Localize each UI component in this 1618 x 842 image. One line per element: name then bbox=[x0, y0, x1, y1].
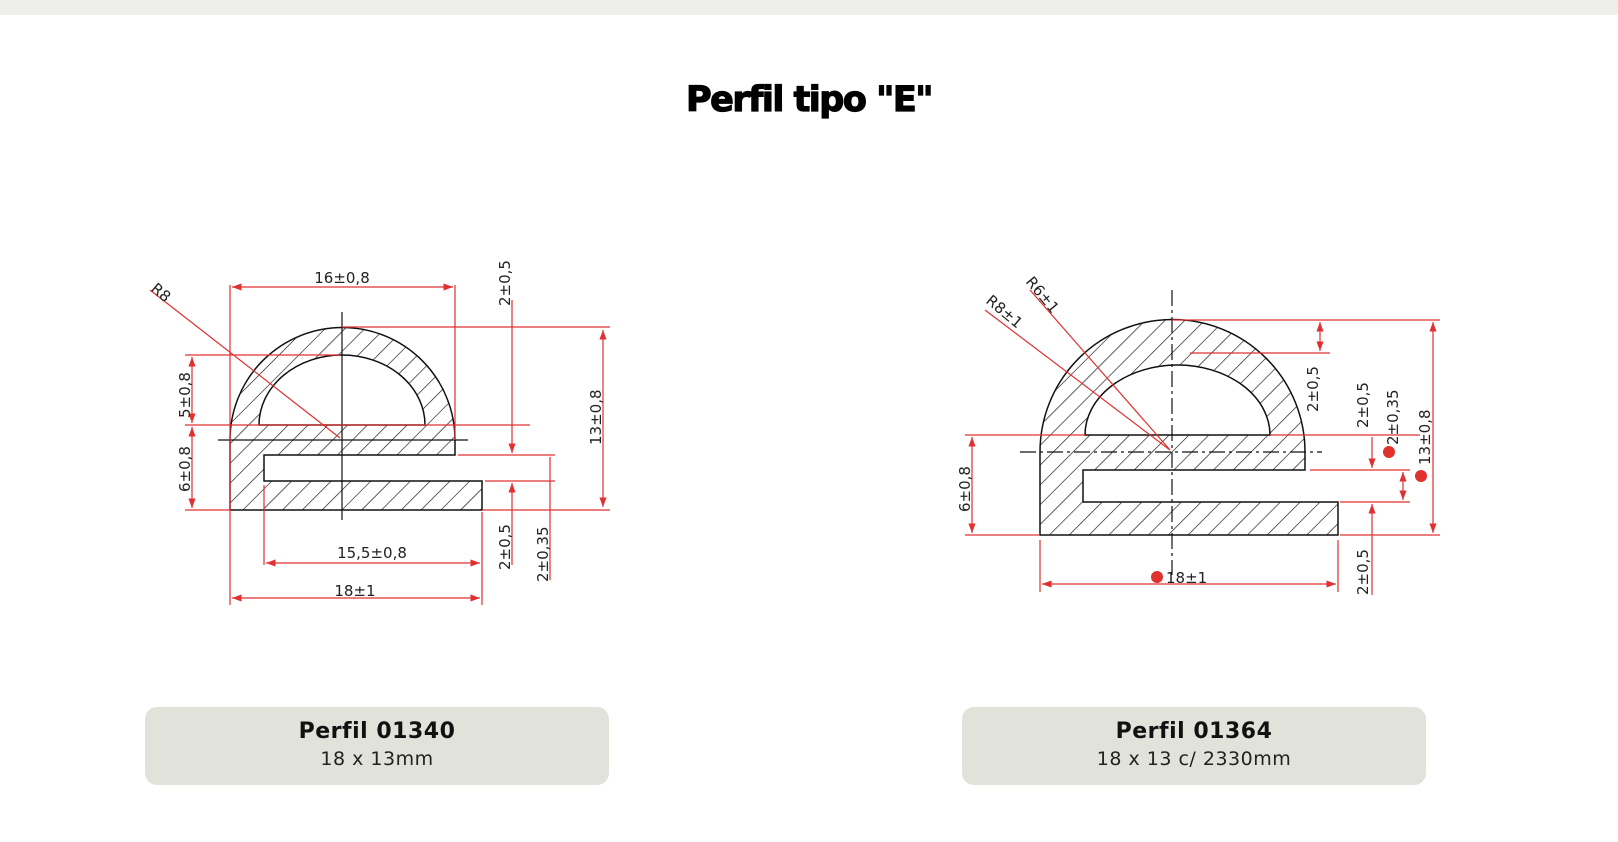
dim-total-width: 18±1 bbox=[334, 582, 375, 600]
dim-total-height: 13±0,8 bbox=[1416, 409, 1434, 465]
dim-outer-radius: R8±1 bbox=[982, 291, 1026, 332]
profile-name: Perfil 01364 bbox=[1115, 719, 1273, 744]
drawing-perfil-01340: 16±0,8 R8 5±0,8 6±0,8 13±0,8 2±0,5 2±0,5… bbox=[147, 260, 610, 605]
dim-flange: 2±0,5 bbox=[496, 524, 514, 570]
dim-total-width: 18±1 bbox=[1166, 569, 1207, 587]
dim-top-wall: 2±0,5 bbox=[496, 260, 514, 306]
dim-top-width: 16±0,8 bbox=[314, 269, 370, 287]
dim-lower-height: 6±0,8 bbox=[176, 446, 194, 492]
dim-slot: 2±0,35 bbox=[1384, 389, 1402, 445]
page-title: Perfil tipo "E" bbox=[685, 79, 934, 120]
dim-inner-width: 15,5±0,8 bbox=[337, 544, 407, 562]
profile-name: Perfil 01340 bbox=[298, 719, 456, 744]
profile-card-01364: Perfil 01364 18 x 13 c/ 2330mm bbox=[962, 707, 1426, 785]
profile-size: 18 x 13mm bbox=[320, 748, 434, 770]
dim-top-wall: 2±0,5 bbox=[1304, 366, 1322, 412]
drawing-perfil-01364: R8±1 R6±1 2±0,5 2±0,5 2±0,35 13±0,8 6±0,… bbox=[956, 273, 1440, 595]
dim-upper-height: 5±0,8 bbox=[176, 372, 194, 418]
profile-size: 18 x 13 c/ 2330mm bbox=[1096, 748, 1292, 770]
dim-flange: 2±0,5 bbox=[1354, 549, 1372, 595]
dim-inner-radius: R6±1 bbox=[1022, 273, 1063, 317]
dim-mid-wall: 2±0,5 bbox=[1354, 382, 1372, 428]
dim-lower-height: 6±0,8 bbox=[956, 466, 974, 512]
profile-card-01340: Perfil 01340 18 x 13mm bbox=[145, 707, 609, 785]
dim-total-height: 13±0,8 bbox=[587, 389, 605, 445]
top-bar bbox=[0, 0, 1618, 15]
dim-slot: 2±0,35 bbox=[534, 526, 552, 582]
dim-radius: R8 bbox=[147, 279, 174, 306]
